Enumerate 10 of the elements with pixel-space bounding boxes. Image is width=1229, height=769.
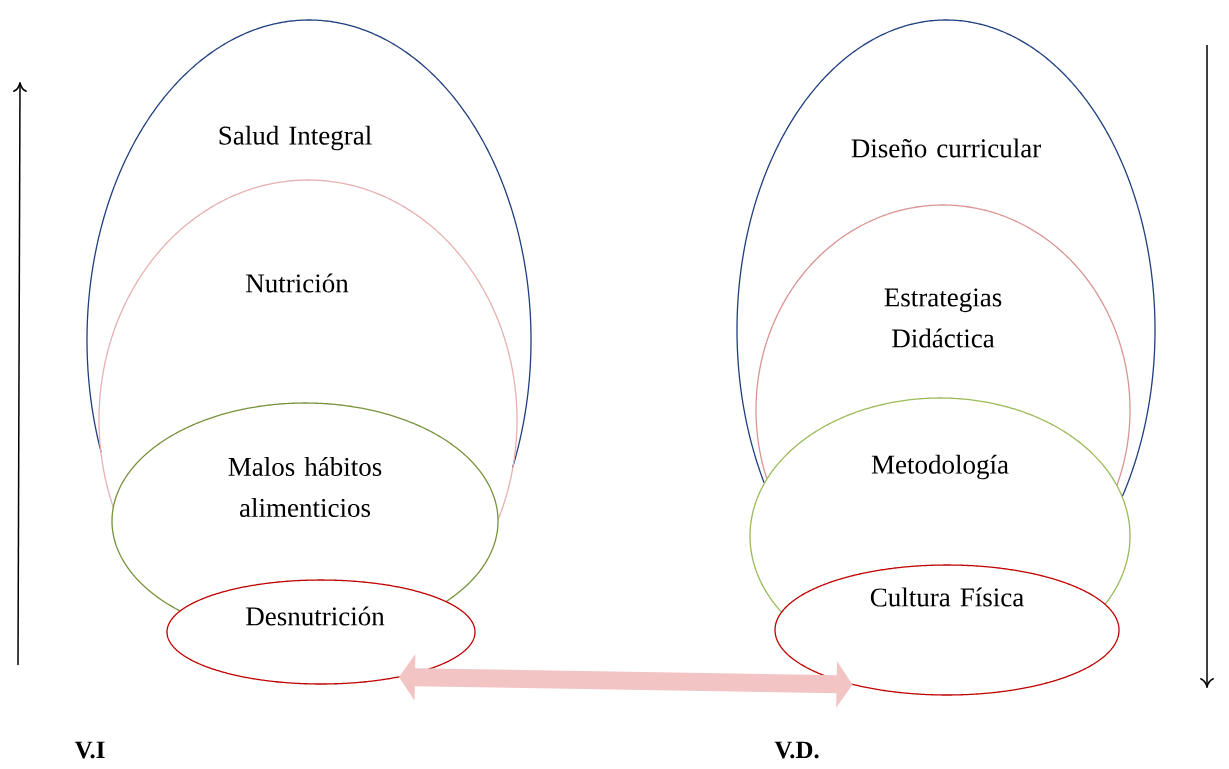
node-label: Metodología	[871, 454, 1009, 480]
node-label: Salud Integral	[219, 125, 372, 151]
node-label: Desnutrición	[246, 606, 385, 626]
node-label: Nutrición	[246, 273, 349, 293]
node-label: Estrategias Didáctica	[884, 288, 1002, 348]
node-label: Malos hábitos alimenticios	[228, 457, 382, 518]
node-label: Cultura Física	[870, 587, 1024, 607]
variable-label: V.I	[74, 741, 105, 759]
variable-label: V.D.	[774, 741, 819, 759]
node-label: Diseño curricular	[851, 138, 1041, 158]
